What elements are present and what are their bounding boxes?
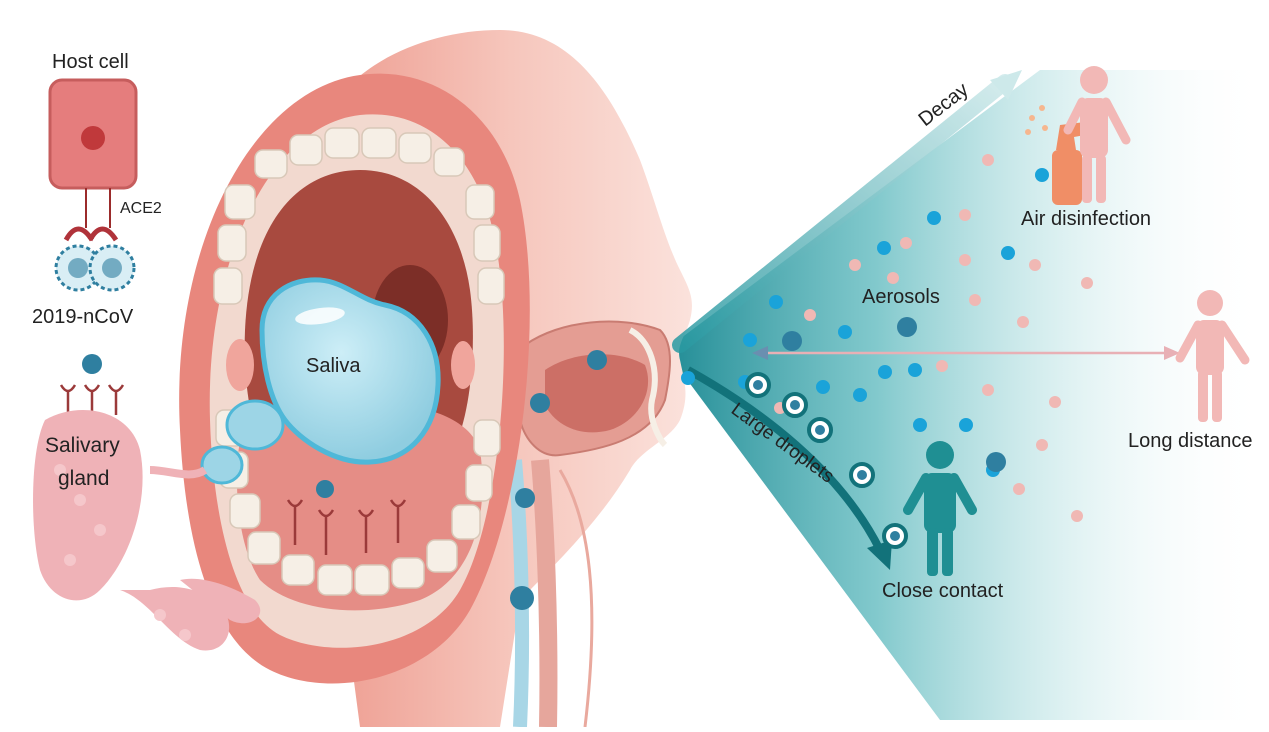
label-aerosols: Aerosols <box>862 286 940 308</box>
label-salivary-line1: Salivary <box>45 434 120 457</box>
label-air-disinfection: Air disinfection <box>1021 208 1151 230</box>
label-2019-ncov: 2019-nCoV <box>32 306 134 328</box>
label-salivary-line2: gland <box>58 467 109 490</box>
label-host-cell: Host cell <box>52 51 129 73</box>
label-long-distance: Long distance <box>1128 430 1253 452</box>
virus-pair <box>56 246 134 290</box>
throat-section <box>515 322 670 727</box>
label-close-contact: Close contact <box>882 580 1004 602</box>
label-saliva: Saliva <box>306 355 361 377</box>
label-ace2: ACE2 <box>120 200 162 217</box>
